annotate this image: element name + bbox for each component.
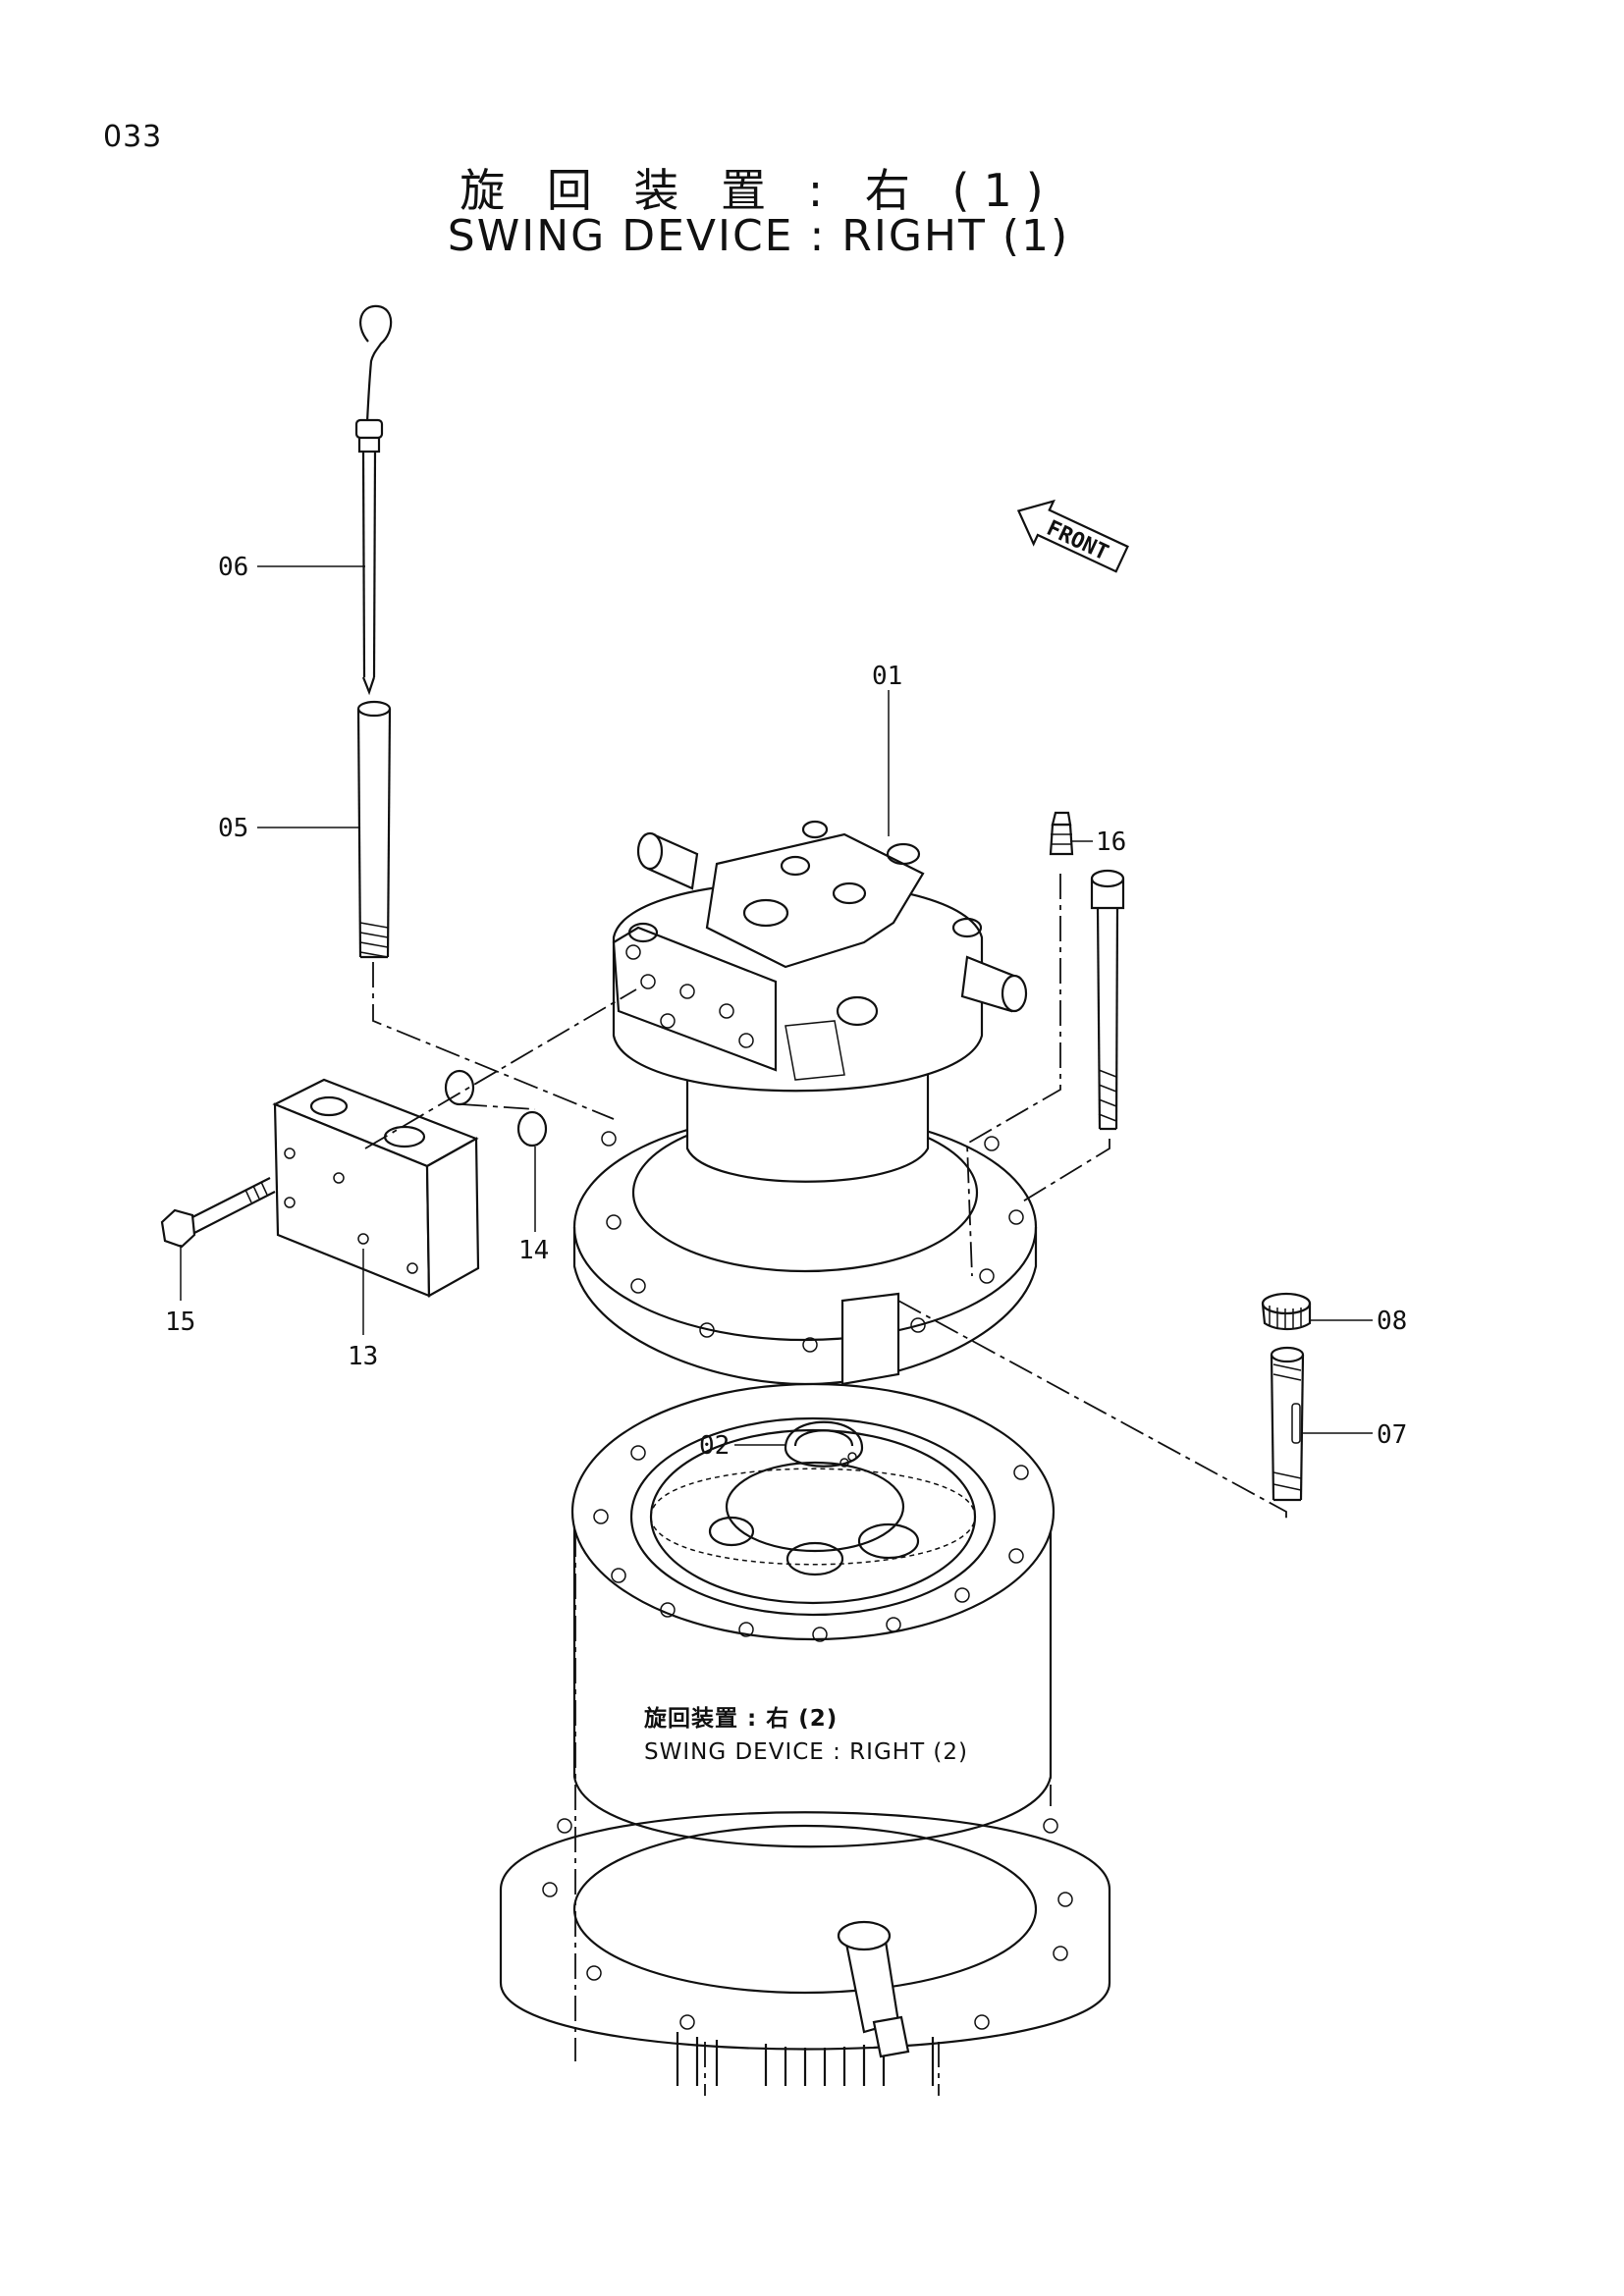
- part-16-plug: [1049, 811, 1074, 856]
- part-07-nipple: [1270, 1346, 1305, 1502]
- swing-reduction-gear: [499, 1382, 1111, 2086]
- callout-06: 06: [218, 553, 248, 582]
- part-14-o-rings: [444, 1069, 548, 1148]
- callout-05: 05: [218, 814, 248, 843]
- callout-01: 01: [872, 662, 902, 691]
- callout-08: 08: [1377, 1307, 1407, 1336]
- part-01-swing-motor: [572, 820, 1038, 1386]
- callout-02: 02: [699, 1431, 730, 1461]
- page-number: 033: [103, 120, 163, 154]
- callout-leaders: [180, 565, 1373, 1446]
- title-english: SWING DEVICE : RIGHT (1): [447, 211, 1070, 261]
- part-08-cap: [1261, 1292, 1312, 1331]
- callout-07: 07: [1377, 1420, 1407, 1450]
- callout-16: 16: [1096, 828, 1126, 857]
- front-arrow-icon: FRONT: [1016, 499, 1129, 573]
- assembly-lines: [364, 874, 1287, 2096]
- part-15-bolt: [160, 1177, 276, 1249]
- title-japanese: 旋 回 装 置 : 右 (1): [460, 164, 1057, 217]
- part-06-dipstick: [354, 304, 393, 696]
- part-02-snap-ring: [784, 1420, 864, 1468]
- subassembly-note-japanese: 旋回装置 : 右 (2): [644, 1705, 838, 1732]
- callout-15: 15: [165, 1308, 195, 1337]
- part-13-block: [272, 1078, 480, 1298]
- subassembly-note-english: SWING DEVICE : RIGHT (2): [644, 1739, 968, 1765]
- socket-bolt: [1090, 869, 1125, 1131]
- callout-13: 13: [348, 1342, 378, 1371]
- callout-14: 14: [518, 1236, 549, 1265]
- part-05-guide-pipe: [356, 700, 392, 959]
